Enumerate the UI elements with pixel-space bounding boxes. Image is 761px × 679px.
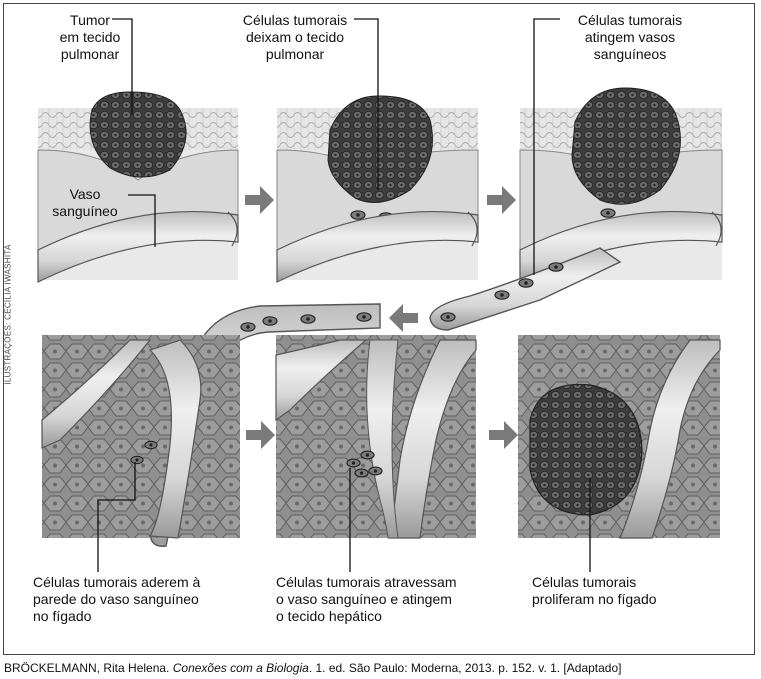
- citation: BRÖCKELMANN, Rita Helena. Conexões com a…: [4, 661, 621, 675]
- arrow-right-2: [487, 186, 516, 214]
- label-adhere-line-3: no fígado: [33, 608, 92, 624]
- panel-cells-leave-lung: [276, 95, 479, 283]
- label-reach-line-2: atingem vasos: [584, 29, 676, 45]
- label-proliferate-line-2: proliferam no fígado: [532, 591, 657, 607]
- label-leave-line-2: deixam o tecido: [245, 29, 345, 45]
- label-adhere-line-1: Células tumorais aderem à: [33, 574, 201, 590]
- leader-vessel: [128, 194, 156, 247]
- label-cross-line-2: o vaso sanguíneo e atingem: [276, 591, 452, 607]
- label-adhere-line-2: parede do vaso sanguíneo: [33, 591, 199, 607]
- label-cells-cross: Células tumorais atravessam o vaso sangu…: [276, 574, 496, 625]
- panel-cells-reach-vessels: [519, 87, 723, 283]
- panel-cells-adhere: [41, 335, 240, 539]
- arrow-right-3: [246, 421, 275, 449]
- illustration-credit: ILUSTRAÇÕES: CECÍLIA IWASHITA: [2, 236, 14, 396]
- citation-title: Conexões com a Biologia: [172, 661, 309, 675]
- illustration-credit-text: ILUSTRAÇÕES: CECÍLIA IWASHITA: [3, 244, 13, 385]
- label-vessel-line-1: Vaso: [69, 186, 101, 202]
- label-vessel-line-2: sanguíneo: [52, 203, 118, 219]
- step-arrows: [245, 186, 518, 449]
- citation-author: BRÖCKELMANN, Rita Helena.: [4, 661, 173, 675]
- leader-leave: [354, 18, 379, 190]
- label-cross-line-3: o tecido hepático: [276, 608, 382, 624]
- panel-cells-cross: [275, 335, 477, 539]
- label-leave-line-1: Células tumorais: [242, 12, 348, 28]
- label-tumor: Tumor em tecido pulmonar: [40, 12, 140, 63]
- label-cells-proliferate: Células tumorais proliferam no fígado: [532, 574, 732, 608]
- label-reach-line-1: Células tumorais: [577, 12, 683, 28]
- arrow-right-1: [245, 186, 274, 214]
- label-cells-adhere: Células tumorais aderem à parede do vaso…: [33, 574, 243, 625]
- leader-tumor: [112, 18, 133, 115]
- label-tumor-line-1: Tumor: [70, 12, 110, 28]
- label-cross-line-1: Células tumorais atravessam: [276, 574, 457, 590]
- leader-adhere: [97, 462, 136, 572]
- panel-tumor-in-lung: [37, 91, 239, 283]
- panel-cells-proliferate: [518, 335, 721, 539]
- leader-reach: [533, 18, 560, 275]
- arrow-left-transport: [389, 304, 418, 332]
- label-proliferate-line-1: Células tumorais: [532, 574, 637, 590]
- label-tumor-line-3: pulmonar: [60, 46, 120, 62]
- label-reach-line-3: sanguíneos: [593, 46, 667, 62]
- arrow-right-4: [489, 421, 518, 449]
- label-leave-line-3: pulmonar: [265, 46, 325, 62]
- citation-details: . 1. ed. São Paulo: Moderna, 2013. p. 15…: [308, 661, 622, 675]
- label-cells-leave: Células tumorais deixam o tecido pulmona…: [220, 12, 370, 63]
- label-cells-reach: Células tumorais atingem vasos sanguíneo…: [560, 12, 700, 63]
- label-vessel: Vaso sanguíneo: [44, 186, 126, 220]
- label-tumor-line-2: em tecido: [59, 29, 121, 45]
- leader-lines: [97, 18, 591, 572]
